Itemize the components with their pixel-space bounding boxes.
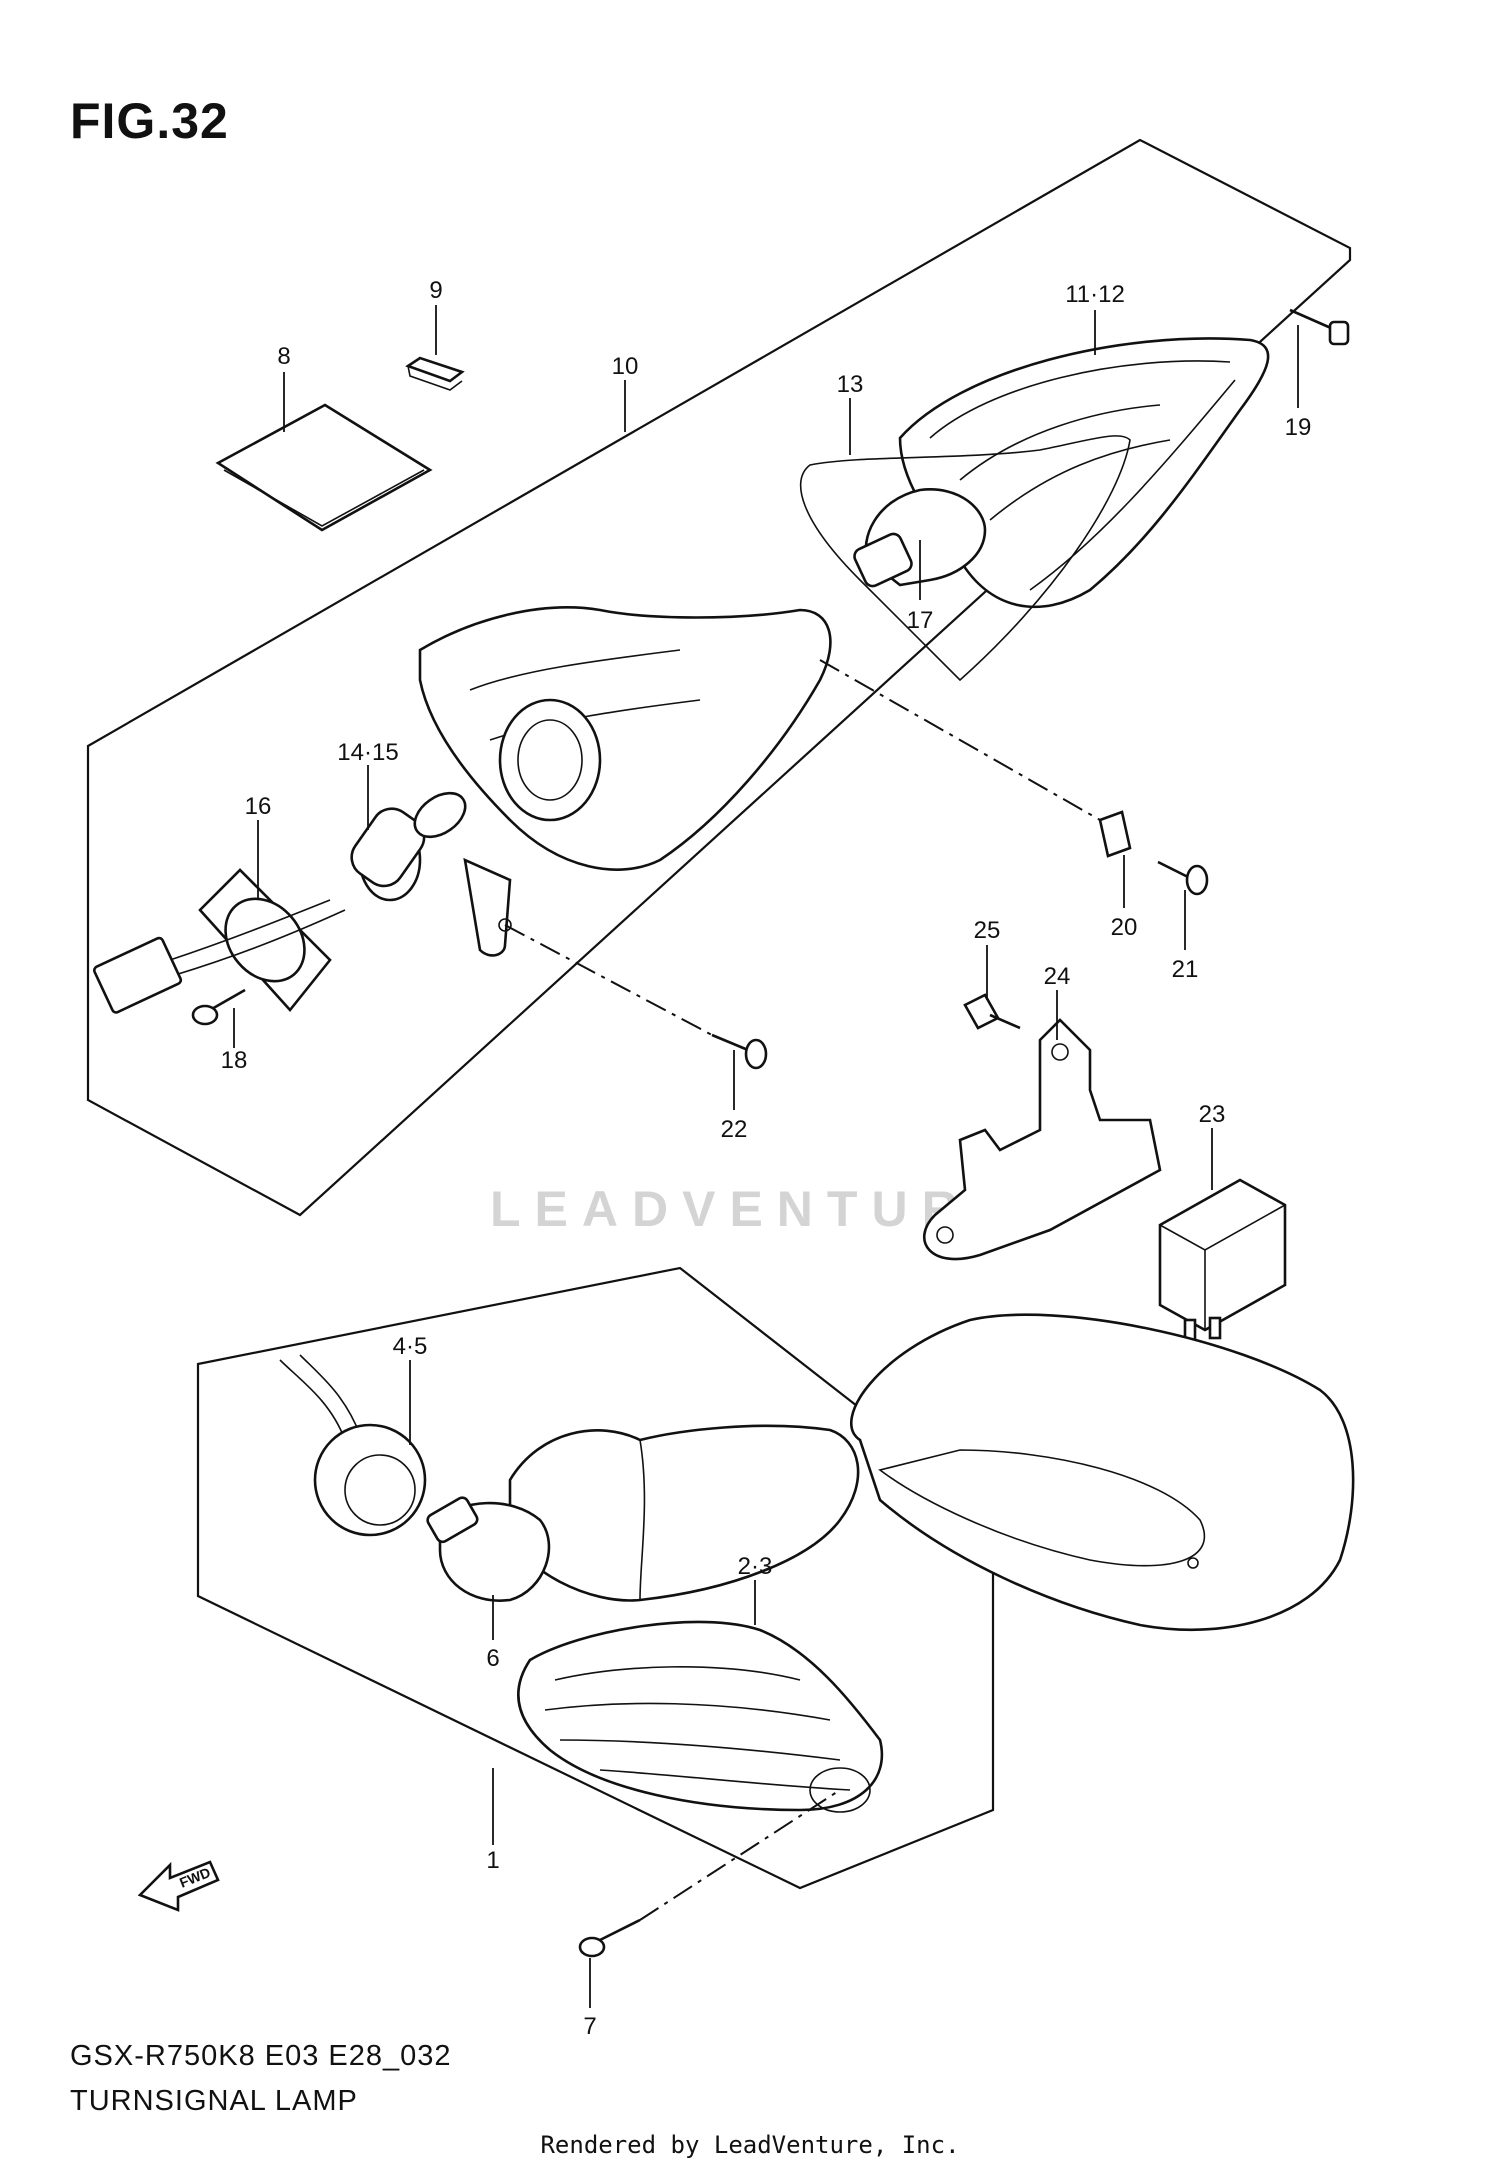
watermark: LEADVENTURE bbox=[490, 1181, 1020, 1237]
bracket-part bbox=[923, 1018, 1162, 1261]
callout-24: 24 bbox=[1044, 963, 1071, 990]
callout-22: 22 bbox=[721, 1116, 748, 1143]
small-block-part bbox=[405, 356, 465, 391]
callout-4-5: 4·5 bbox=[393, 1333, 428, 1360]
callout-1: 1 bbox=[486, 1847, 499, 1874]
rear-socket-part bbox=[350, 791, 467, 902]
callout-6: 6 bbox=[486, 1645, 499, 1672]
callout-10: 10 bbox=[612, 353, 639, 380]
model-code: GSX-R750K8 E03 E28_032 bbox=[70, 2040, 452, 2072]
callout-7: 7 bbox=[583, 2013, 596, 2040]
callout-11-12: 11·12 bbox=[1065, 281, 1125, 308]
forward-direction-arrow bbox=[137, 1860, 220, 1912]
bolt-25-part bbox=[963, 993, 1021, 1030]
rear-housing-part bbox=[418, 606, 832, 957]
screw-22-part bbox=[711, 1033, 768, 1070]
render-credit: Rendered by LeadVenture, Inc. bbox=[540, 2131, 960, 2159]
front-socket-part bbox=[279, 1354, 427, 1537]
figure-title: FIG.32 bbox=[70, 93, 229, 149]
lower-assembly-frame bbox=[196, 1266, 995, 1890]
screw-19-part bbox=[1289, 308, 1350, 346]
dash-line-c bbox=[639, 1789, 841, 1921]
front-signal-body-part bbox=[508, 1424, 860, 1602]
reflector-sheet-part bbox=[215, 403, 433, 532]
callout-2-3: 2·3 bbox=[738, 1553, 773, 1580]
rear-lens-part bbox=[898, 337, 1270, 609]
callout-18: 18 bbox=[221, 1047, 248, 1074]
callout-20: 20 bbox=[1111, 914, 1138, 941]
callout-14-15: 14·15 bbox=[337, 739, 398, 766]
callout-13: 13 bbox=[837, 371, 864, 398]
front-lens-part bbox=[517, 1620, 884, 1813]
rear-bulb-part bbox=[853, 488, 987, 588]
dash-line-a bbox=[819, 659, 1101, 821]
relay-part bbox=[1158, 1178, 1287, 1342]
grommet-plate-part bbox=[93, 868, 346, 1014]
screw-18-part bbox=[191, 988, 246, 1026]
upper-assembly-frame bbox=[86, 138, 1352, 1217]
assembly-name: TURNSIGNAL LAMP bbox=[70, 2085, 358, 2117]
callout-16: 16 bbox=[245, 793, 272, 820]
callout-17: 17 bbox=[907, 607, 934, 634]
clip-nut-part bbox=[1098, 810, 1132, 858]
callout-9: 9 bbox=[429, 277, 442, 304]
callout-8: 8 bbox=[277, 343, 290, 370]
dash-line-b bbox=[504, 924, 713, 1036]
callout-19: 19 bbox=[1285, 414, 1312, 441]
screw-7-part bbox=[578, 1918, 641, 1958]
mirror-housing-part bbox=[849, 1313, 1355, 1632]
lens-gasket-part bbox=[799, 435, 1131, 682]
screw-21-part bbox=[1157, 860, 1209, 896]
front-bulb-part bbox=[426, 1496, 551, 1602]
callout-21: 21 bbox=[1172, 956, 1199, 983]
callout-25: 25 bbox=[974, 917, 1001, 944]
callout-23: 23 bbox=[1199, 1101, 1226, 1128]
